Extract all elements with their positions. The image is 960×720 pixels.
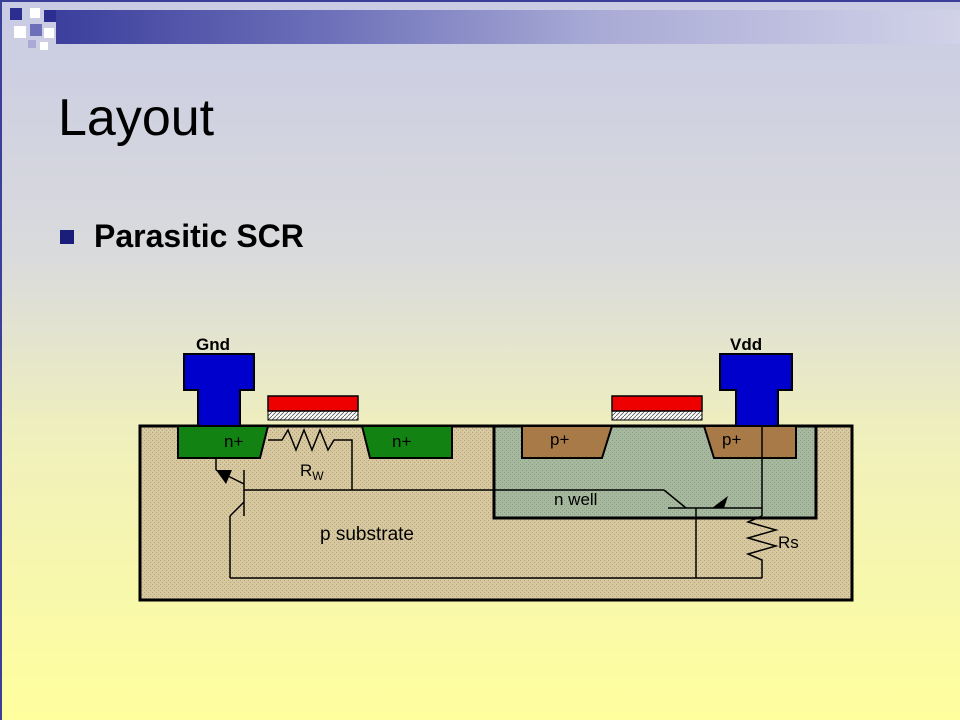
- vdd-label: Vdd: [730, 335, 762, 354]
- n-plus-diffusion-left: [177, 425, 270, 459]
- deco-square: [44, 10, 56, 22]
- slide-title: Layout: [58, 89, 215, 147]
- top-accent-rule: [0, 0, 960, 2]
- rw-label: RW: [300, 461, 324, 483]
- deco-square: [30, 8, 40, 18]
- gate-oxide-left: [267, 410, 359, 421]
- vdd-metal-contact: [719, 353, 793, 427]
- npn-emitter-arrow: [216, 470, 232, 484]
- left-accent-rule: [0, 0, 2, 720]
- poly-gate-right: [611, 395, 703, 412]
- n-plus-label-right: n+: [392, 432, 411, 451]
- p-substrate-label: p substrate: [320, 524, 414, 545]
- poly-gate-left: [267, 395, 359, 412]
- rw-resistor: [268, 427, 353, 490]
- bullet-square-icon: [60, 229, 74, 244]
- gnd-metal-contact: [183, 353, 255, 427]
- parasitic-circuit-wires: [215, 426, 779, 579]
- rs-resistor: [745, 515, 779, 578]
- deco-square: [14, 26, 26, 38]
- header-gradient-bar: [56, 10, 960, 44]
- p-plus-diffusion-right: [702, 425, 797, 459]
- rs-label: Rs: [778, 533, 799, 552]
- p-plus-diffusion-left: [521, 425, 614, 459]
- p-plus-label-left: p+: [550, 430, 569, 449]
- bullet-text: Parasitic SCR: [94, 218, 304, 254]
- gnd-label: Gnd: [196, 335, 230, 354]
- header-decoration: [0, 0, 960, 60]
- n-plus-label-left: n+: [224, 432, 243, 451]
- deco-square: [44, 28, 54, 38]
- bullet-item: Parasitic SCR: [60, 218, 304, 255]
- p-plus-label-right: p+: [722, 430, 741, 449]
- deco-square: [30, 24, 42, 36]
- n-well-label: n well: [554, 490, 597, 509]
- gate-oxide-right: [611, 410, 703, 421]
- n-plus-diffusion-right: [360, 425, 453, 459]
- pnp-emitter-arrow: [712, 496, 728, 508]
- deco-square: [28, 40, 36, 48]
- deco-square: [10, 8, 22, 20]
- deco-square: [40, 42, 48, 50]
